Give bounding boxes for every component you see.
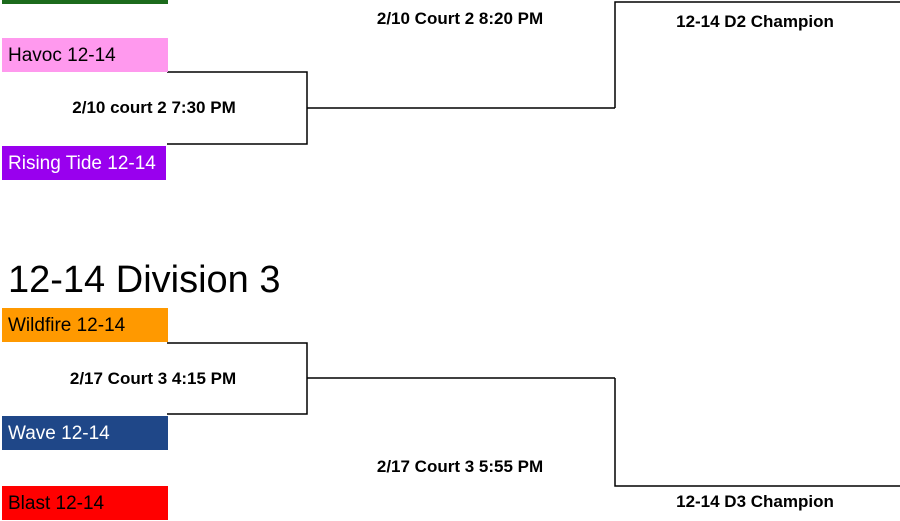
team-wave: Wave 12-14 <box>2 416 168 450</box>
d2-champion-label: 12-14 D2 Champion <box>676 12 834 31</box>
d2-top-team-partial <box>2 0 168 4</box>
d3-match1-label: 2/17 Court 3 4:15 PM <box>69 369 237 388</box>
d3-title: 12-14 Division 3 <box>8 259 281 301</box>
team-havoc: Havoc 12-14 <box>2 38 168 72</box>
d3-final-label: 2/17 Court 3 5:55 PM <box>376 457 544 476</box>
bracket-lines <box>167 1 900 487</box>
d2-match1-label: 2/10 court 2 7:30 PM <box>72 98 236 117</box>
d2-final-bracket <box>614 1 900 108</box>
team-rising-tide: Rising Tide 12-14 <box>2 146 166 180</box>
team-blast: Blast 12-14 <box>2 486 168 520</box>
d2-final-label: 2/10 Court 2 8:20 PM <box>376 9 544 28</box>
team-wildfire: Wildfire 12-14 <box>2 308 168 342</box>
d3-final-bracket <box>614 378 900 487</box>
d3-champion-label: 12-14 D3 Champion <box>676 492 834 511</box>
